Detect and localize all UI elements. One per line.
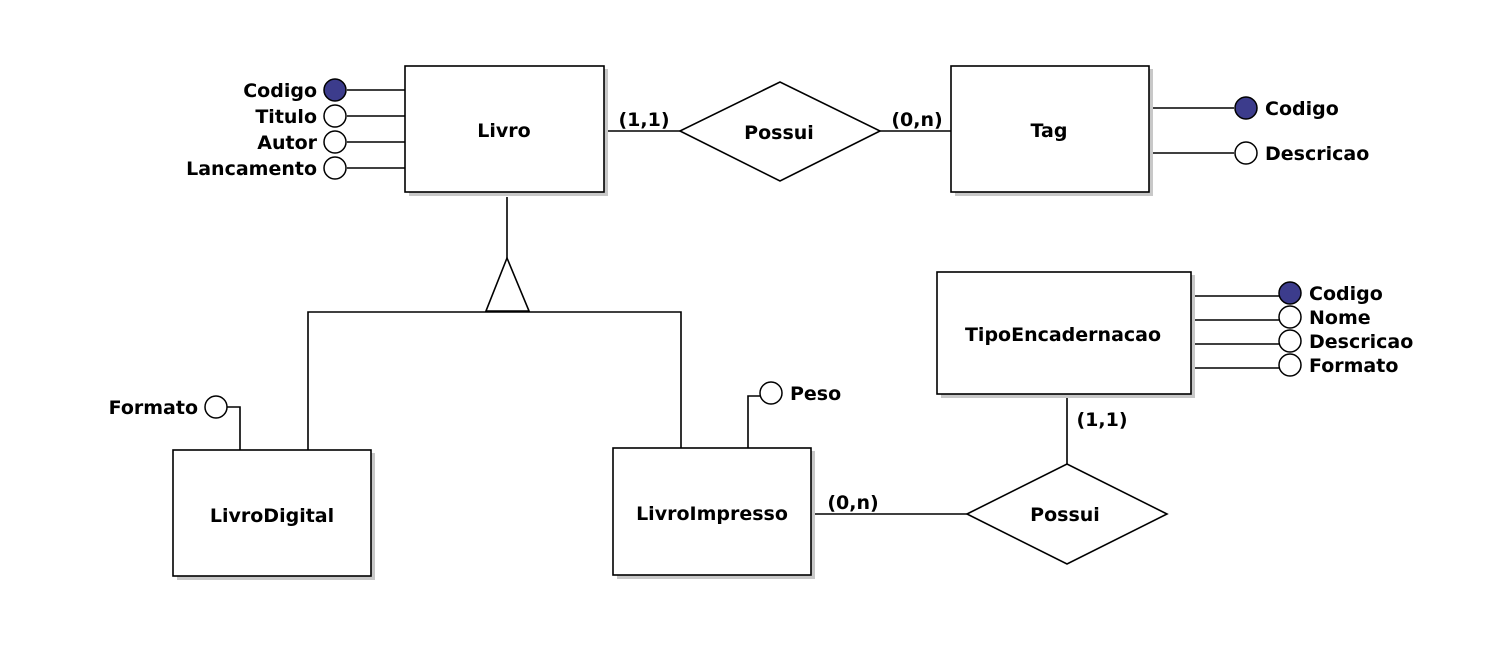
attribute-tag-codigo-label: Codigo [1265,98,1339,120]
attribute-tag-descricao-label: Descricao [1265,143,1369,165]
attribute-icon [323,156,347,180]
key-attribute-icon [323,78,347,102]
cardinality-livro-tag-tag: (0,n) [891,109,942,131]
connectors [227,89,1279,515]
attribute-livroimpresso-peso[interactable]: Peso [759,381,841,405]
attribute-icon [1278,353,1302,377]
entity-box [936,271,1192,395]
attribute-livro-autor[interactable]: Autor [257,130,347,154]
attribute-tipo-codigo[interactable]: Codigo [1278,281,1383,305]
entity-tipoencadernacao-name: TipoEncadernacao [965,324,1161,346]
attribute-livro-autor-label: Autor [257,132,317,154]
entity-livrodigital-name: LivroDigital [210,505,334,527]
key-attribute-icon [1234,96,1258,120]
attribute-tipo-formato-label: Formato [1309,355,1398,377]
attribute-livrodigital-formato-label: Formato [109,397,198,419]
attribute-livro-titulo[interactable]: Titulo [255,104,347,128]
entity-livrodigital[interactable]: LivroDigital [172,449,375,580]
attribute-icon [1234,141,1258,165]
livroimpresso-peso-connector [747,395,760,448]
attribute-icon [1278,329,1302,353]
entity-box [612,447,812,576]
attribute-tipo-nome-label: Nome [1309,307,1371,329]
generalization-branch-line [307,311,682,450]
livrodigital-formato-connector [227,406,241,450]
entity-tipoencadernacao[interactable]: TipoEncadernacao [936,271,1195,398]
relationship-impresso-tipo[interactable]: Possui [965,463,1169,565]
entity-box [950,65,1150,193]
entity-box [172,449,372,577]
entity-livro[interactable]: Livro [404,65,608,196]
attribute-livro-lancamento-label: Lancamento [186,158,317,180]
entity-box [404,65,605,193]
relationship-livro-tag[interactable]: Possui [678,81,882,182]
attribute-tag-codigo[interactable]: Codigo [1234,96,1339,120]
attribute-icon [323,130,347,154]
attribute-livro-titulo-label: Titulo [255,106,317,128]
cardinality-impresso-tipo-impresso: (0,n) [827,492,878,514]
attribute-tipo-nome[interactable]: Nome [1278,305,1371,329]
attribute-icon [759,381,783,405]
entity-livroimpresso-name: LivroImpresso [636,503,788,525]
relationship-diamond [678,81,882,182]
cardinality-livro-tag-livro: (1,1) [618,109,669,131]
attribute-tipo-descricao-label: Descricao [1309,331,1413,353]
attribute-livro-lancamento[interactable]: Lancamento [186,156,347,180]
attribute-livro-codigo-label: Codigo [243,80,317,102]
attribute-tipo-codigo-label: Codigo [1309,283,1383,305]
relationship-diamond [965,463,1169,565]
attribute-icon [1278,305,1302,329]
entity-tag-name: Tag [1031,120,1068,142]
attribute-livroimpresso-peso-label: Peso [790,383,841,405]
attribute-tipo-descricao[interactable]: Descricao [1278,329,1413,353]
attribute-icon [204,395,228,419]
attribute-tipo-formato[interactable]: Formato [1278,353,1398,377]
relationship-impresso-tipo-name: Possui [1030,504,1100,526]
entity-tag[interactable]: Tag [950,65,1153,196]
cardinality-impresso-tipo-tipo: (1,1) [1076,409,1127,431]
entity-livroimpresso[interactable]: LivroImpresso [612,447,815,579]
attribute-tag-descricao[interactable]: Descricao [1234,141,1369,165]
key-attribute-icon [1278,281,1302,305]
attribute-livrodigital-formato[interactable]: Formato [109,395,228,419]
generalization-triangle [484,255,531,312]
attribute-icon [323,104,347,128]
entity-livro-name: Livro [477,120,530,142]
attribute-livro-codigo[interactable]: Codigo [243,78,347,102]
relationship-livro-tag-name: Possui [744,122,814,144]
